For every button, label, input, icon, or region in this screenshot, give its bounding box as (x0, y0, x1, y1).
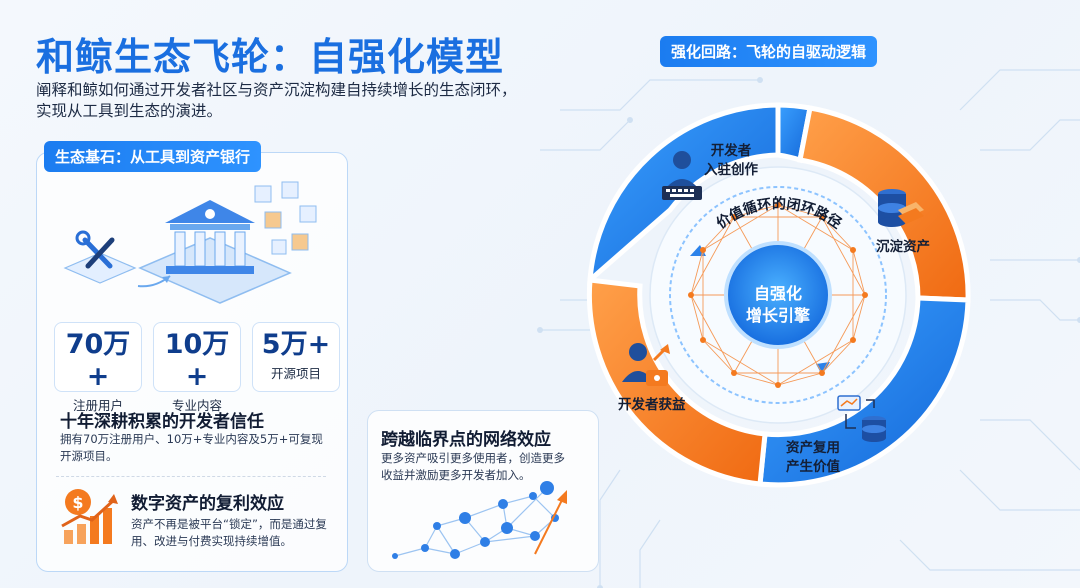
network-graph-icon (392, 481, 567, 559)
segment-benefit (586, 277, 768, 487)
reuse-database-icon (837, 395, 886, 442)
stat-label: 开源项目 (270, 366, 321, 381)
step-developer-benefit: 开发者获益 (618, 396, 686, 415)
trust-body-line: 开源项目。 (60, 449, 118, 463)
step-line: 资产复用 (786, 440, 840, 456)
step-line: 产生价值 (786, 459, 840, 475)
dashed-divider (56, 476, 326, 477)
svg-text:$: $ (72, 493, 83, 512)
stat-open-source-projects: 5万+ 开源项目 (252, 322, 340, 392)
subtitle-line: 阐释和鲸如何通过开发者社区与资产沉淀构建自持续增长的生态闭环， (36, 81, 517, 99)
core-circle (724, 241, 832, 349)
page-subtitle: 阐释和鲸如何通过开发者社区与资产沉淀构建自持续增长的生态闭环， 实现从工具到生态… (36, 80, 556, 122)
compound-body-line: 资产不再是被平台“锁定”，而是通过复 (131, 517, 327, 531)
stat-professional-content: 10万+ 专业内容 (153, 322, 241, 413)
step-line: 开发者 (710, 143, 752, 159)
step-developer-create: 开发者 入驻创作 (704, 142, 758, 180)
step-accumulate-assets: 沉淀资产 (876, 238, 930, 257)
stat-value: 10万+ (164, 329, 230, 392)
trust-body-line: 拥有70万注册用户、10万+专业内容及5万+可复现 (60, 432, 323, 446)
database-stack-icon (878, 189, 924, 227)
step-line: 入驻创作 (704, 162, 758, 178)
stat-value: 5万+ (261, 329, 331, 360)
flywheel-diagram (586, 102, 971, 488)
subtitle-line: 实现从工具到生态的演进。 (36, 102, 223, 120)
stat-label: 注册用户 (72, 398, 123, 413)
arc-label: 价值循环的闭环路径 (714, 195, 845, 232)
network-body-line: 更多资产吸引更多使用者，创造更多 (381, 451, 565, 465)
arc-label-text: 价值循环的闭环路径 (714, 195, 845, 232)
bank-icon (165, 200, 255, 274)
tools-icon (63, 230, 137, 284)
core-label-line: 自强化 (753, 284, 802, 303)
network-body-line: 收益并激励更多开发者加入。 (381, 468, 531, 482)
coin-growth-icon: $ (61, 489, 118, 544)
core-label-line: 增长引擎 (745, 306, 810, 325)
trust-body: 拥有70万注册用户、10万+专业内容及5万+可复现 开源项目。 (60, 431, 330, 465)
trust-title: 十年深耕积累的开发者信任 (60, 412, 264, 432)
network-body: 更多资产吸引更多使用者，创造更多 收益并激励更多开发者加入。 (381, 450, 581, 484)
loop-pill: 强化回路：飞轮的自驱动逻辑 (660, 36, 878, 67)
bank-illustration (63, 181, 317, 304)
compound-body: 资产不再是被平台“锁定”，而是通过复 用、改进与付费实现持续增值。 (131, 516, 336, 550)
stat-label: 专业内容 (171, 398, 222, 413)
stat-registered-users: 70万+ 注册用户 (54, 322, 142, 413)
stat-value: 70万+ (65, 329, 131, 392)
svg-text:价值循环的闭环路径: 价值循环的闭环路径 (714, 195, 845, 232)
page-title: 和鲸生态飞轮：自强化模型 (36, 35, 505, 79)
foundation-pill: 生态基石：从工具到资产银行 (44, 141, 262, 172)
network-title: 跨越临界点的网络效应 (381, 430, 551, 450)
compound-title: 数字资产的复利效应 (131, 494, 284, 514)
core-label: 自强化 增长引擎 (728, 283, 828, 327)
developer-laptop-icon (662, 151, 702, 200)
asset-cubes-icon (254, 181, 317, 255)
developer-reward-icon (622, 343, 670, 386)
compound-body-line: 用、改进与付费实现持续增值。 (131, 534, 292, 548)
step-asset-reuse: 资产复用 产生价值 (786, 439, 840, 477)
step-line: 开发者获益 (618, 397, 686, 413)
step-line: 沉淀资产 (876, 239, 930, 255)
